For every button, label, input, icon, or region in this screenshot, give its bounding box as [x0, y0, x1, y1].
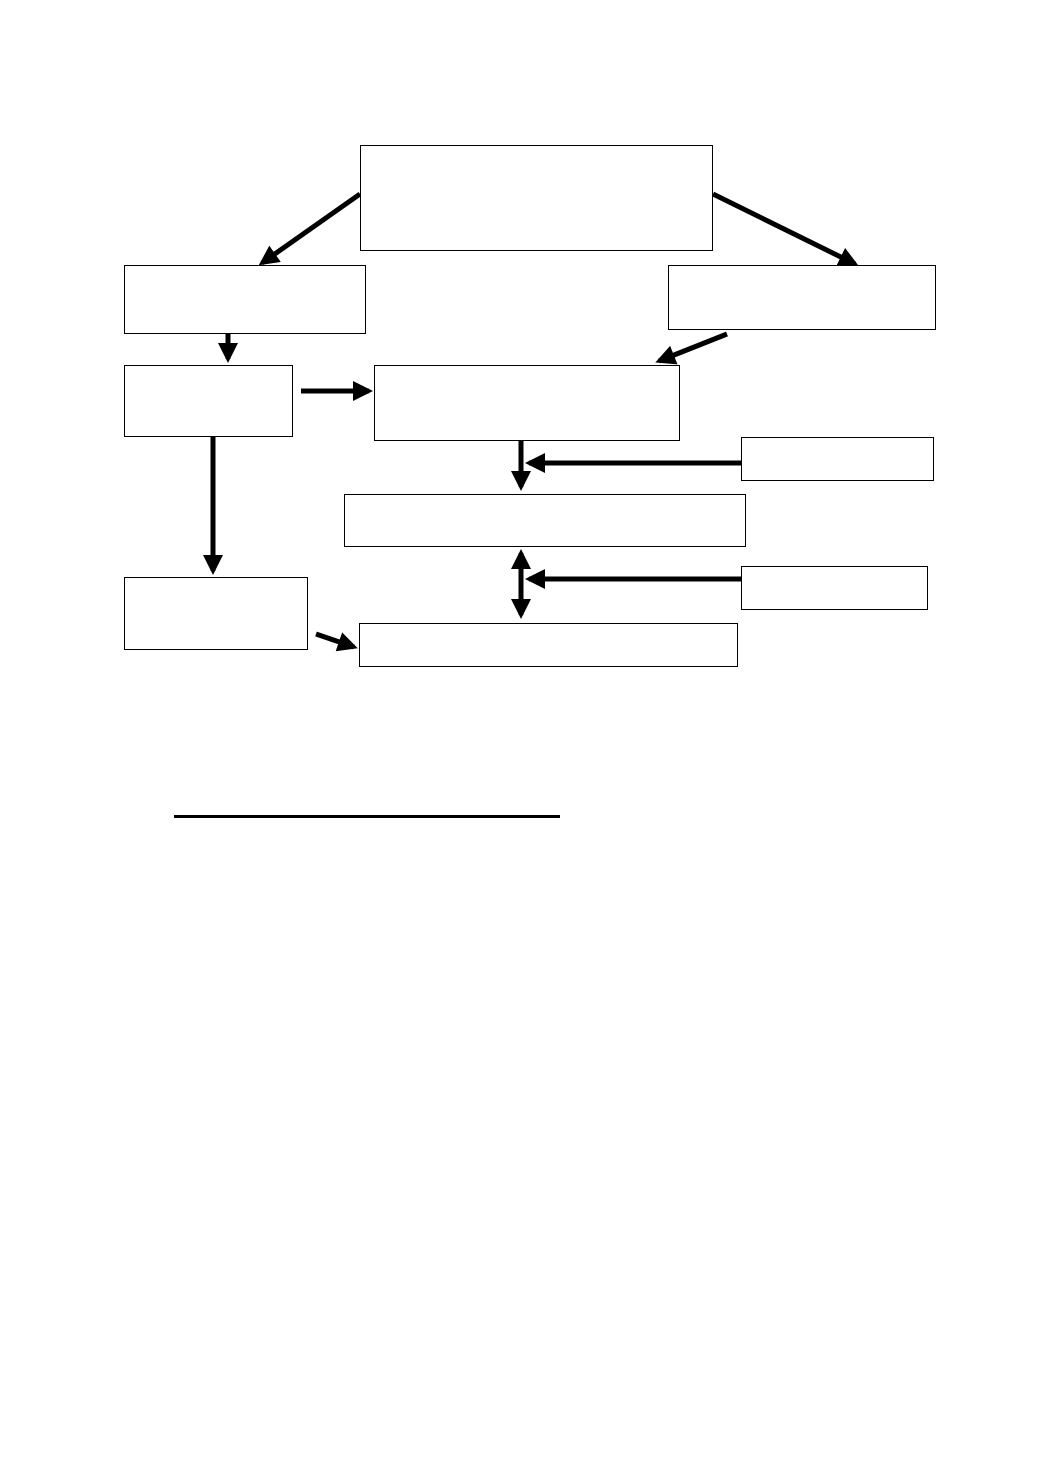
box-left-mid [124, 365, 293, 437]
box-center-wide [344, 494, 746, 547]
arrow-right-upper-to-center-mid [655, 331, 728, 365]
box-bottom [359, 623, 738, 667]
box-center-mid [374, 365, 680, 441]
box-left-lower [124, 577, 308, 650]
box-left-upper [124, 265, 366, 334]
arrow-top-to-left-upper [258, 191, 362, 266]
box-side-1 [741, 437, 934, 481]
arrow-top-to-right-upper [711, 191, 859, 267]
underline-rule [174, 815, 560, 818]
box-top [360, 145, 713, 251]
box-right-upper [668, 265, 936, 330]
arrow-left-lower-to-bottom [315, 631, 358, 652]
box-side-2 [741, 566, 928, 610]
